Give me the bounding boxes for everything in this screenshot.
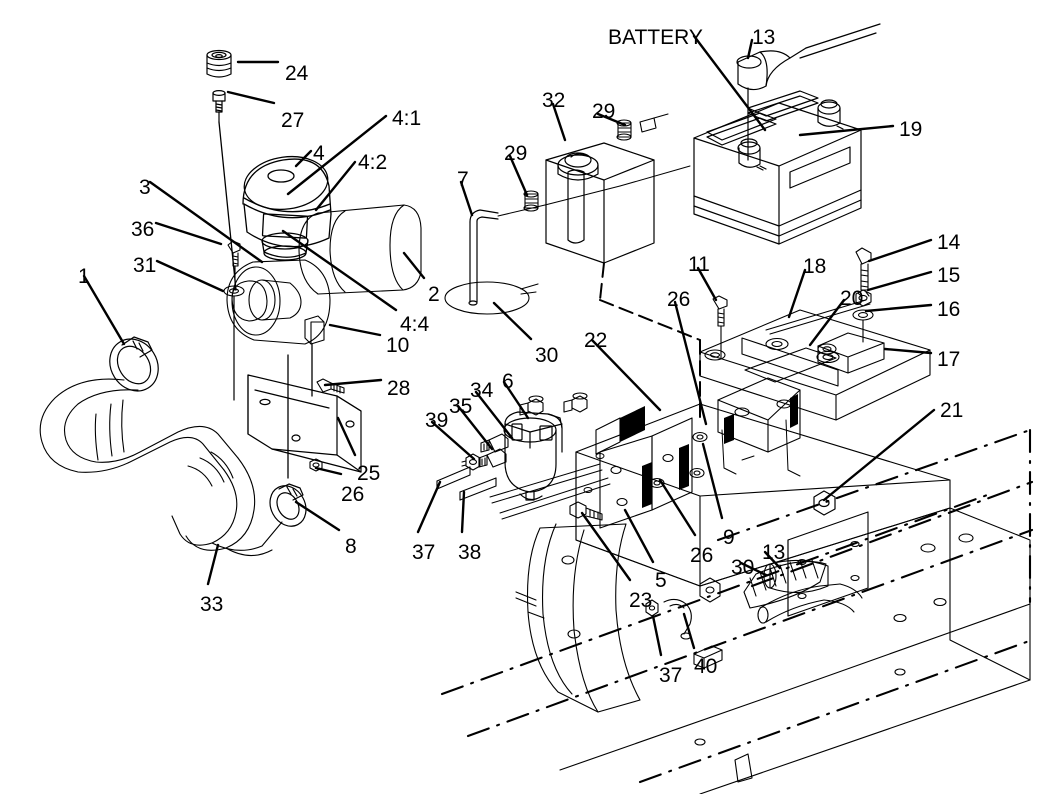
callout-29-left: 29 [504,142,528,165]
part-13-cable-lower [757,583,863,624]
callout-13-top: 13 [752,26,776,49]
callout-39: 39 [425,409,449,432]
callout-34: 34 [470,379,494,402]
callout-13-low: 13 [762,541,786,564]
part-32-tank [545,142,655,264]
part-37-rod [436,466,471,490]
callout-20: 20 [840,287,864,310]
callout-4-1: 4:1 [392,107,422,130]
part-4-4-gasket [261,232,309,261]
callout-16: 16 [937,298,961,321]
callout-30-left: 30 [535,344,559,367]
part-20-tray-pad [744,347,837,383]
part-29-fitting-right [616,113,669,141]
callout-4-2: 4:2 [358,151,388,174]
callout-40: 40 [694,655,718,678]
part-16-washer [852,309,874,343]
part-33-hose [39,378,283,557]
callout-37-left: 37 [412,541,436,564]
part-27-screw [212,89,226,123]
part-24-filter-cap [206,49,232,78]
callout-22: 22 [584,329,608,352]
part-35-terminal [478,448,507,468]
callout-24: 24 [285,62,309,85]
part-6-solenoid [503,411,563,501]
chassis-detail [575,419,801,587]
wire-harness [489,463,611,520]
part-14-bolt [855,247,872,291]
callout-15: 15 [937,264,961,287]
callout-3: 3 [139,176,151,199]
part-39-nut [461,453,481,471]
callout-33: 33 [200,593,224,616]
callout-21: 21 [940,399,964,422]
part-11-screw [712,295,728,359]
part-7-tube [468,209,499,306]
part-solenoid-post [519,395,544,416]
fender-support [515,523,641,713]
part-3-intake-housing [226,259,331,345]
part-8-hose-clamp [269,483,307,527]
callout-32: 32 [542,89,566,112]
part-38-rod [459,477,497,501]
part-17-battery-hold-down [817,332,885,374]
callout-38: 38 [458,541,482,564]
part-26-nut-left [309,458,323,472]
callout-30-right: 30 [731,556,755,579]
callout-5: 5 [655,569,667,592]
callout-10: 10 [386,334,410,357]
callout-31: 31 [133,254,157,277]
part-18-battery-tray [699,299,931,421]
callout-35: 35 [449,395,473,418]
callout-14: 14 [937,231,961,254]
callout-8: 8 [345,535,357,558]
part-40-bracket [693,645,723,669]
callout-18: 18 [803,255,827,278]
callout-29-top: 29 [592,100,616,123]
callout-4-4: 4:4 [400,313,430,336]
part-2-canister [298,204,422,295]
callout-9: 9 [723,526,735,549]
callout-28: 28 [387,377,411,400]
part-13-cable-boot [736,23,881,91]
part-1-hose-clamp [109,336,159,392]
part-19-battery [693,90,862,245]
part-22-panel [595,406,645,455]
callout-1: 1 [78,265,90,288]
part-25-bracket [247,374,362,473]
callout-23: 23 [629,589,653,612]
part-21-nut [813,490,836,516]
part-37-lower [645,599,659,617]
callout-36: 36 [131,218,155,241]
part-40-linkage [663,577,721,640]
callout-26-mid: 26 [667,288,691,311]
callout-7: 7 [457,168,469,191]
callout-2: 2 [428,283,440,306]
callout-25: 25 [357,462,381,485]
callout-26-left: 26 [341,483,365,506]
callout-17: 17 [937,348,961,371]
frame-tube [763,559,829,594]
callout-6: 6 [502,370,514,393]
part-10-bracket-tab [304,315,325,345]
part-34-terminal [480,433,509,453]
callout-26-right: 26 [690,544,714,567]
callout-4: 4 [313,142,325,165]
part-29-fitting-left [523,190,539,212]
chassis-frame [559,377,1031,794]
part-15-nut [855,289,872,307]
part-30-clip [444,281,539,315]
leader-lines [82,34,936,657]
callout-19: 19 [899,118,923,141]
part-solenoid-post-2 [563,392,588,413]
part-28-screw [316,378,345,394]
callout-37-low: 37 [659,664,683,687]
part-30-cable-lower [743,559,827,609]
part-23-bolt [569,501,603,521]
page-title: BATTERY [608,26,703,49]
callout-27: 27 [281,109,305,132]
hidden-lines [440,428,1034,784]
callout-11: 11 [688,253,710,276]
